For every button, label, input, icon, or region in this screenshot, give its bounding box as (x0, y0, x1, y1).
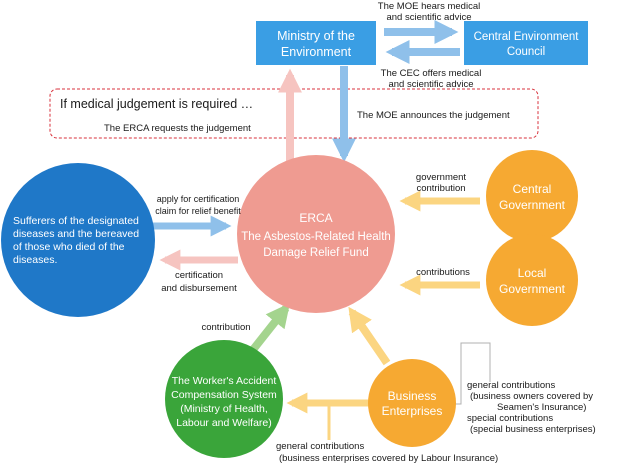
local-gov-label-line2: Government (499, 282, 566, 296)
workers-label-line1: The Worker's Accident (172, 375, 277, 387)
erca-circle (237, 155, 395, 313)
local-gov-circle (486, 234, 578, 326)
business-contrib-line1: general contributions (467, 380, 555, 391)
sufferers-label-line1: Sufferers of the designated (13, 215, 139, 227)
contributions-label: contributions (416, 267, 470, 278)
erca-label-line3: Damage Relief Fund (263, 247, 368, 259)
moe-hears-line2: and scientific advice (386, 12, 471, 23)
erca-label-line2: The Asbestos-Related Health (241, 231, 391, 243)
central-gov-label-line1: Central (513, 182, 552, 196)
business-contrib-line2: (business owners covered by (470, 391, 593, 402)
callout-left-text: The ERCA requests the judgement (104, 123, 251, 134)
business-label-line1: Business (388, 389, 437, 403)
arrow-workers-to-erca (244, 302, 290, 359)
workers-label-line2: Compensation System (171, 389, 277, 401)
sufferers-label-line4: diseases. (13, 254, 57, 266)
business-contrib-line4: special contributions (467, 413, 553, 424)
labour-contrib-line2: (business enterprises covered by Labour … (279, 453, 498, 464)
certification-label-line2: and disbursement (161, 283, 237, 294)
moe-label-line1: Ministry of the (277, 29, 355, 43)
business-contrib-line3: Seamen's Insurance) (497, 402, 586, 413)
callout-title: If medical judgement is required … (60, 97, 253, 111)
moe-box (256, 21, 376, 65)
gov-contribution-line1: government (416, 172, 467, 183)
business-circle (368, 359, 456, 447)
cec-offers-line2: and scientific advice (388, 79, 473, 90)
moe-label-line2: Environment (281, 45, 352, 59)
central-gov-circle (486, 150, 578, 242)
cec-label-line1: Central Environment (474, 31, 580, 43)
certification-label-line1: certification (175, 270, 223, 281)
apply-label-line1: apply for certification (157, 194, 240, 204)
sufferers-label-line2: diseases and the bereaved (13, 228, 139, 240)
workers-circle (165, 340, 283, 458)
local-gov-label-line1: Local (518, 266, 547, 280)
sufferers-circle (1, 163, 155, 317)
contribution-label: contribution (201, 322, 250, 333)
business-contrib-line5: (special business enterprises) (470, 424, 596, 435)
workers-label-line3: (Ministry of Health, (180, 403, 268, 415)
labour-contrib-line1: general contributions (276, 441, 364, 452)
apply-label-line2: claim for relief benefit (155, 206, 241, 216)
erca-label-line1: ERCA (299, 211, 332, 225)
sufferers-label-line3: of those who died of the (13, 241, 125, 253)
cec-offers-line1: The CEC offers medical (381, 68, 482, 79)
business-label-line2: Enterprises (382, 404, 443, 418)
gov-contribution-line2: contribution (416, 183, 465, 194)
callout-right-text: The MOE announces the judgement (357, 110, 510, 121)
arrow-business-to-erca (348, 306, 391, 366)
workers-label-line4: Labour and Welfare) (176, 417, 272, 429)
cec-label-line2: Council (507, 46, 545, 58)
cec-box (464, 21, 588, 65)
central-gov-label-line2: Government (499, 198, 566, 212)
moe-hears-line1: The MOE hears medical (378, 1, 480, 12)
